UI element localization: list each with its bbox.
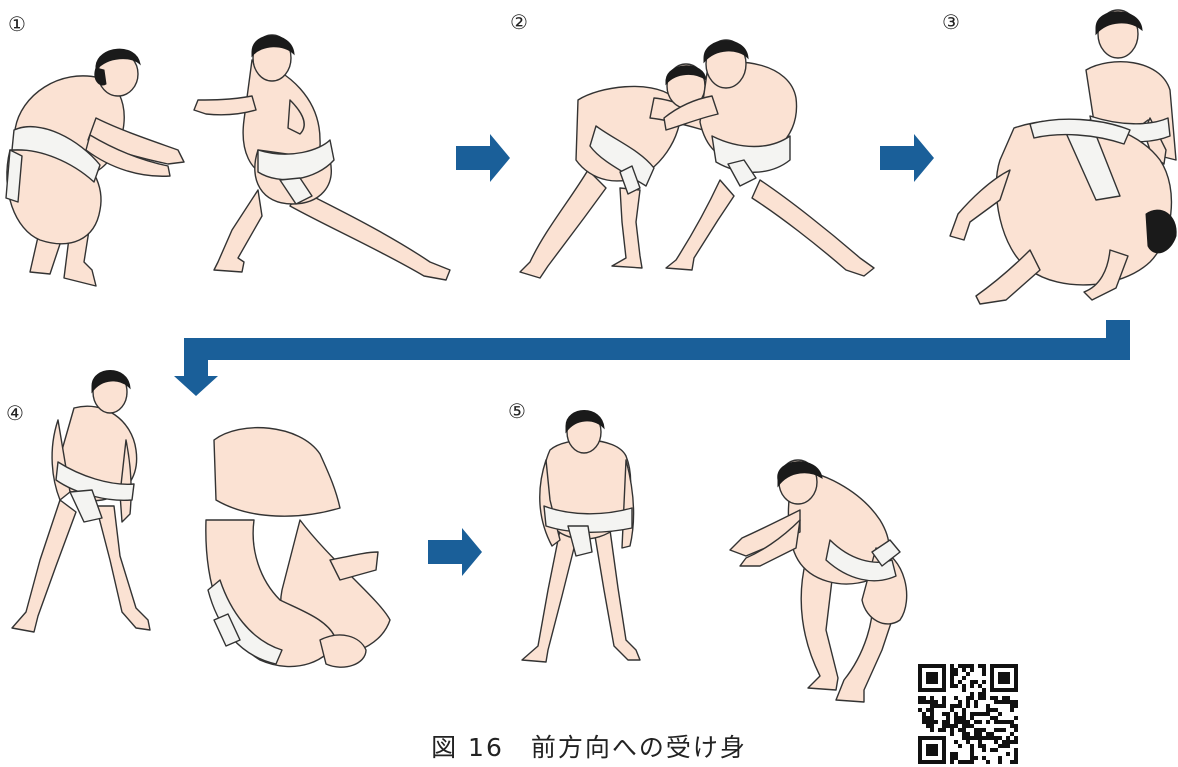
figure-caption: 図 16 前方向への受け身 <box>0 728 1178 764</box>
wrestler-3b <box>950 119 1176 304</box>
right-arrow-icon <box>880 134 934 182</box>
wrestler-5a <box>522 411 640 663</box>
wrestler-2a <box>520 64 712 278</box>
wrestler-4a <box>12 371 150 633</box>
return-arrow-icon <box>174 320 1130 396</box>
right-arrow-icon <box>428 528 482 576</box>
wrestler-1a <box>6 49 184 286</box>
right-arrow-icon <box>456 134 510 182</box>
wrestler-1b <box>194 35 450 280</box>
wrestler-4b-rolling <box>206 428 390 668</box>
wrestler-5b <box>730 460 907 702</box>
